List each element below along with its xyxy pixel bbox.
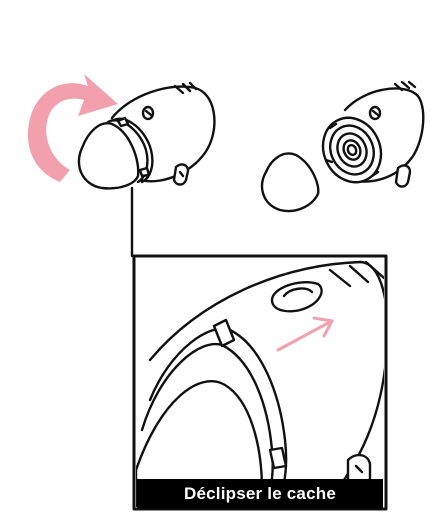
zoom-detail xyxy=(134,256,388,512)
lamp-cover-removed xyxy=(262,82,423,211)
slide-arrow-icon xyxy=(278,318,332,350)
caption-label: Déclipser le cache xyxy=(137,479,383,509)
